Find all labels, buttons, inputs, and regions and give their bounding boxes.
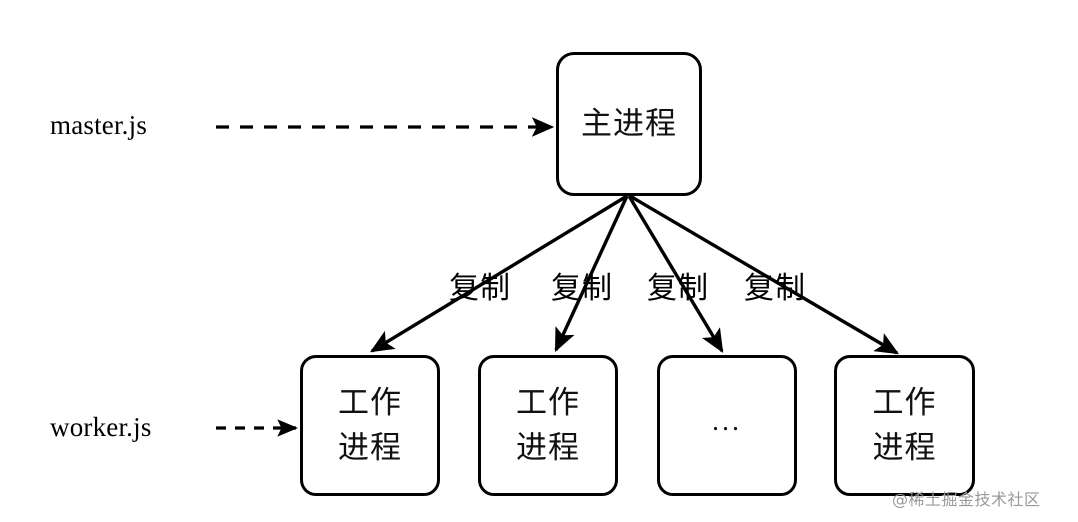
- watermark-text: @稀土掘金技术社区: [892, 490, 1041, 509]
- edge-label-copy-3: 复制: [647, 272, 709, 305]
- edge-label-copy-4: 复制: [744, 272, 806, 305]
- node-worker-placeholder[interactable]: ...: [657, 355, 797, 496]
- fork-edge-1: [369, 194, 628, 353]
- node-worker-1[interactable]: 工作 进程: [300, 355, 440, 496]
- node-worker-placeholder-label: ...: [712, 406, 742, 438]
- node-worker-1-line-1: 工作: [338, 384, 402, 420]
- node-main-process[interactable]: 主进程: [556, 52, 702, 196]
- node-worker-2-line-2: 进程: [516, 429, 580, 465]
- node-worker-4-line-1: 工作: [872, 384, 937, 420]
- node-worker-2-line-1: 工作: [516, 384, 580, 420]
- edge-label-copy-2: 复制: [551, 272, 613, 305]
- label-worker-js: worker.js: [50, 412, 152, 442]
- node-main-process-label: 主进程: [581, 105, 677, 141]
- node-worker-1-line-2: 进程: [338, 429, 402, 465]
- edge-label-copy-1: 复制: [449, 272, 511, 305]
- fork-edge-2: [554, 195, 629, 353]
- node-worker-2[interactable]: 工作 进程: [478, 355, 618, 496]
- node-worker-4[interactable]: 工作 进程: [834, 355, 975, 496]
- node-worker-4-line-2: 进程: [872, 429, 937, 465]
- fork-edge-4: [629, 194, 900, 355]
- fork-edge-3: [627, 195, 724, 354]
- label-master-js: master.js: [50, 110, 148, 140]
